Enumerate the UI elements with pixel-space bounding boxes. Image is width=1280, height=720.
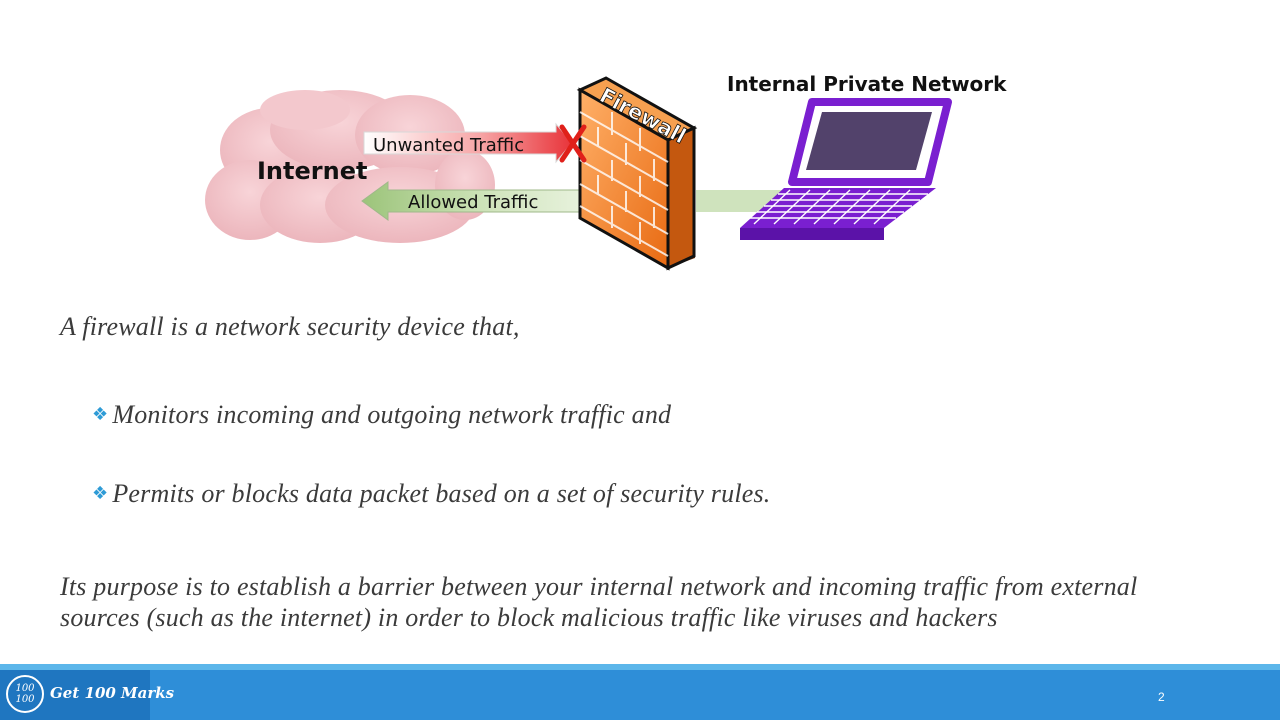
bullet-item: ❖Permits or blocks data packet based on …: [92, 479, 771, 509]
diamond-bullet-icon: ❖: [92, 404, 109, 425]
logo-text: Get 100 Marks: [50, 684, 175, 702]
logo-badge-top: 100: [15, 683, 35, 694]
diamond-bullet-icon: ❖: [92, 483, 109, 504]
laptop-icon: [740, 98, 952, 240]
logo-badge-bottom: 100: [15, 694, 35, 705]
bullet-text: Monitors incoming and outgoing network t…: [112, 400, 672, 429]
purpose-text-line-1: Its purpose is to establish a barrier be…: [60, 572, 1138, 601]
internet-label: Internet: [257, 157, 367, 185]
unwanted-traffic-label: Unwanted Traffic: [373, 135, 524, 156]
network-label: Internal Private Network: [727, 72, 1007, 96]
intro-text: A firewall is a network security device …: [60, 312, 520, 341]
bullet-item: ❖Monitors incoming and outgoing network …: [92, 400, 671, 430]
logo-badge-icon: 100 100: [6, 675, 44, 713]
purpose-text-line-2: sources (such as the internet) in order …: [60, 603, 998, 632]
footer-bar: 100 100 Get 100 Marks 2: [0, 664, 1280, 720]
firewall-wall-icon: [576, 76, 698, 271]
allowed-traffic-label: Allowed Traffic: [408, 192, 538, 213]
brand-logo[interactable]: 100 100 Get 100 Marks: [0, 670, 174, 720]
firewall-diagram: Internet Unwanted Traffic Allowed Traffi…: [205, 72, 1007, 271]
bullet-text: Permits or blocks data packet based on a…: [112, 479, 771, 508]
page-number: 2: [1158, 690, 1165, 704]
blocked-x-icon: [559, 124, 587, 163]
